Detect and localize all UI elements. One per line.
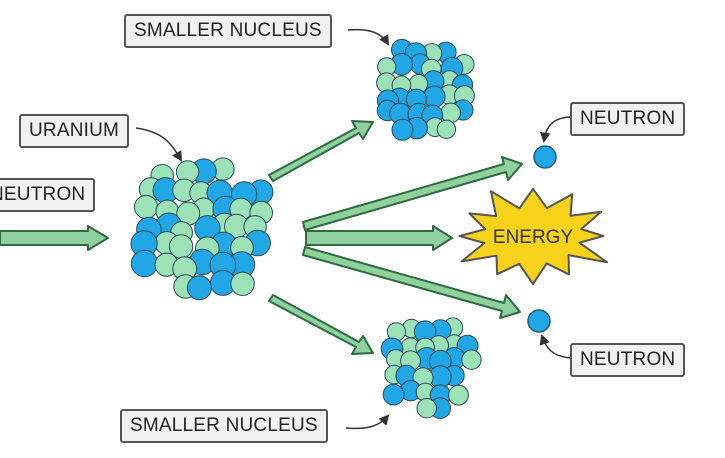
arrow-to-energy (305, 225, 453, 251)
label-neutron-incoming: NEUTRON (0, 178, 96, 212)
smaller-nucleus-top (376, 38, 475, 141)
arrow-to-bottom-nucleus (268, 294, 374, 355)
label-neutron-bottom: NEUTRON (570, 343, 686, 377)
reaction-arrows (0, 120, 523, 355)
bottom-nucleon-neutron (416, 398, 437, 419)
pointer-neutron-bottom (539, 334, 571, 359)
energy-burst: ENERGY (458, 187, 609, 286)
top-nucleon-neutron (436, 119, 457, 140)
bottom-nucleon-neutron (461, 349, 482, 370)
label-smaller-nucleus-bottom: SMALLER NUCLEUS (120, 409, 328, 443)
uranium-nucleon-neutron (230, 271, 255, 296)
top-nucleon-proton (423, 85, 446, 108)
top-nucleon-neutron (440, 102, 462, 124)
label-uranium: URANIUM (19, 114, 130, 148)
uranium-nucleus (130, 157, 274, 301)
label-neutron-top: NEUTRON (570, 102, 686, 136)
incoming-neutron-arrow (0, 225, 109, 251)
label-smaller-nucleus-top: SMALLER NUCLEUS (124, 14, 332, 48)
uranium-nucleon-proton (186, 275, 212, 301)
released-neutron-top (533, 145, 557, 169)
bottom-nucleon-neutron (448, 384, 469, 406)
uranium-nucleon-neutron (133, 194, 159, 220)
pointer-uranium (135, 127, 183, 162)
energy-burst-shape (458, 187, 609, 286)
released-neutron-bottom (527, 309, 551, 333)
pointer-smaller-nucleus-bottom (345, 414, 390, 430)
label-pointers (135, 28, 571, 430)
smaller-nucleus-bottom (380, 317, 482, 419)
energy-label: ENERGY (493, 227, 574, 248)
arrow-to-bottom-neutron (302, 246, 521, 319)
pointer-smaller-nucleus-top (347, 28, 390, 46)
uranium-nucleon-proton (130, 249, 159, 278)
bottom-nucleon-proton (382, 383, 405, 406)
arrow-to-top-neutron (302, 156, 523, 231)
arrow-to-top-nucleus (268, 120, 374, 182)
pointer-neutron-top (539, 116, 571, 144)
top-nucleon-proton (391, 118, 414, 141)
